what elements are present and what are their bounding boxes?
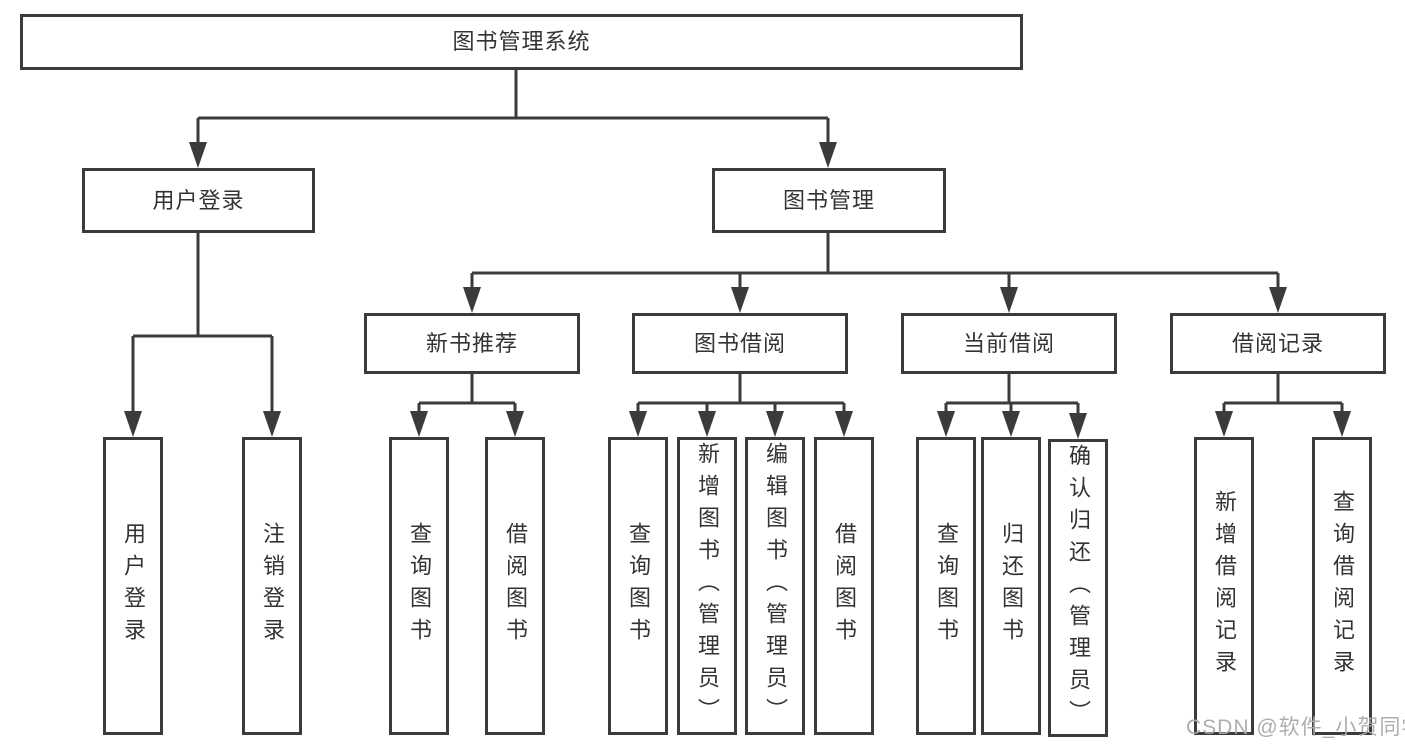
arrowhead-icon [1333, 411, 1351, 437]
leaf-edit-books-admin-label: 编辑图书（管理员） [763, 442, 788, 730]
leaf-query-books-newbooks-label: 查询图书 [407, 522, 432, 650]
node-new-book-recommend-label: 新书推荐 [425, 330, 518, 356]
arrowhead-icon [189, 142, 207, 168]
leaf-query-books-current: 查询图书 [916, 437, 976, 735]
arrowhead-icon [410, 411, 428, 437]
leaf-return-books-label: 归还图书 [999, 522, 1024, 650]
leaf-add-books-admin: 新增图书（管理员） [677, 437, 737, 735]
leaf-user-login-label: 用户登录 [121, 522, 146, 650]
node-borrow-records-label: 借阅记录 [1231, 330, 1324, 356]
leaf-query-books-current-label: 查询图书 [934, 522, 959, 650]
node-new-book-recommend: 新书推荐 [364, 313, 580, 374]
csdn-watermark: CSDN @软件_小贺同学 [1186, 716, 1405, 739]
arrowhead-icon [731, 287, 749, 313]
arrowhead-icon [263, 411, 281, 437]
leaf-user-login: 用户登录 [103, 437, 163, 735]
leaf-query-books-borrow-label: 查询图书 [626, 522, 651, 650]
leaf-query-borrow-record-label: 查询借阅记录 [1330, 490, 1355, 682]
node-current-borrow: 当前借阅 [901, 313, 1117, 374]
leaf-return-books: 归还图书 [981, 437, 1041, 735]
leaf-query-books-borrow: 查询图书 [608, 437, 668, 735]
leaf-confirm-return-admin-label: 确认归还（管理员） [1066, 444, 1091, 732]
arrowhead-icon [819, 142, 837, 168]
leaf-logout-label: 注销登录 [260, 522, 285, 650]
leaf-confirm-return-admin: 确认归还（管理员） [1048, 439, 1108, 737]
leaf-add-borrow-record-label: 新增借阅记录 [1212, 490, 1237, 682]
arrowhead-icon [766, 411, 784, 437]
leaf-borrow-books-borrow: 借阅图书 [814, 437, 874, 735]
leaf-borrow-books-borrow-label: 借阅图书 [832, 522, 857, 650]
node-root: 图书管理系统 [20, 14, 1023, 70]
arrowhead-icon [698, 411, 716, 437]
leaf-query-books-newbooks: 查询图书 [389, 437, 449, 735]
arrowhead-icon [124, 411, 142, 437]
arrowhead-icon [1269, 287, 1287, 313]
node-book-management: 图书管理 [712, 168, 946, 233]
node-book-borrow-label: 图书借阅 [693, 330, 786, 356]
node-current-borrow-label: 当前借阅 [962, 330, 1055, 356]
leaf-query-borrow-record: 查询借阅记录 [1312, 437, 1372, 735]
node-book-management-label: 图书管理 [782, 187, 875, 213]
arrowhead-icon [629, 411, 647, 437]
arrowhead-icon [506, 411, 524, 437]
arrowhead-icon [1000, 287, 1018, 313]
node-book-borrow: 图书借阅 [632, 313, 848, 374]
leaf-add-books-admin-label: 新增图书（管理员） [695, 442, 720, 730]
node-root-label: 图书管理系统 [452, 29, 591, 54]
leaf-add-borrow-record: 新增借阅记录 [1194, 437, 1254, 735]
node-user-login: 用户登录 [82, 168, 315, 233]
node-borrow-records: 借阅记录 [1170, 313, 1386, 374]
arrowhead-icon [937, 411, 955, 437]
leaf-edit-books-admin: 编辑图书（管理员） [745, 437, 805, 735]
arrowhead-icon [463, 287, 481, 313]
arrowhead-icon [1215, 411, 1233, 437]
leaf-logout: 注销登录 [242, 437, 302, 735]
arrowhead-icon [1002, 411, 1020, 437]
leaf-borrow-books-newbooks-label: 借阅图书 [503, 522, 528, 650]
leaf-borrow-books-newbooks: 借阅图书 [485, 437, 545, 735]
arrowhead-icon [835, 411, 853, 437]
arrowhead-icon [1069, 413, 1087, 439]
node-user-login-label: 用户登录 [152, 187, 245, 213]
